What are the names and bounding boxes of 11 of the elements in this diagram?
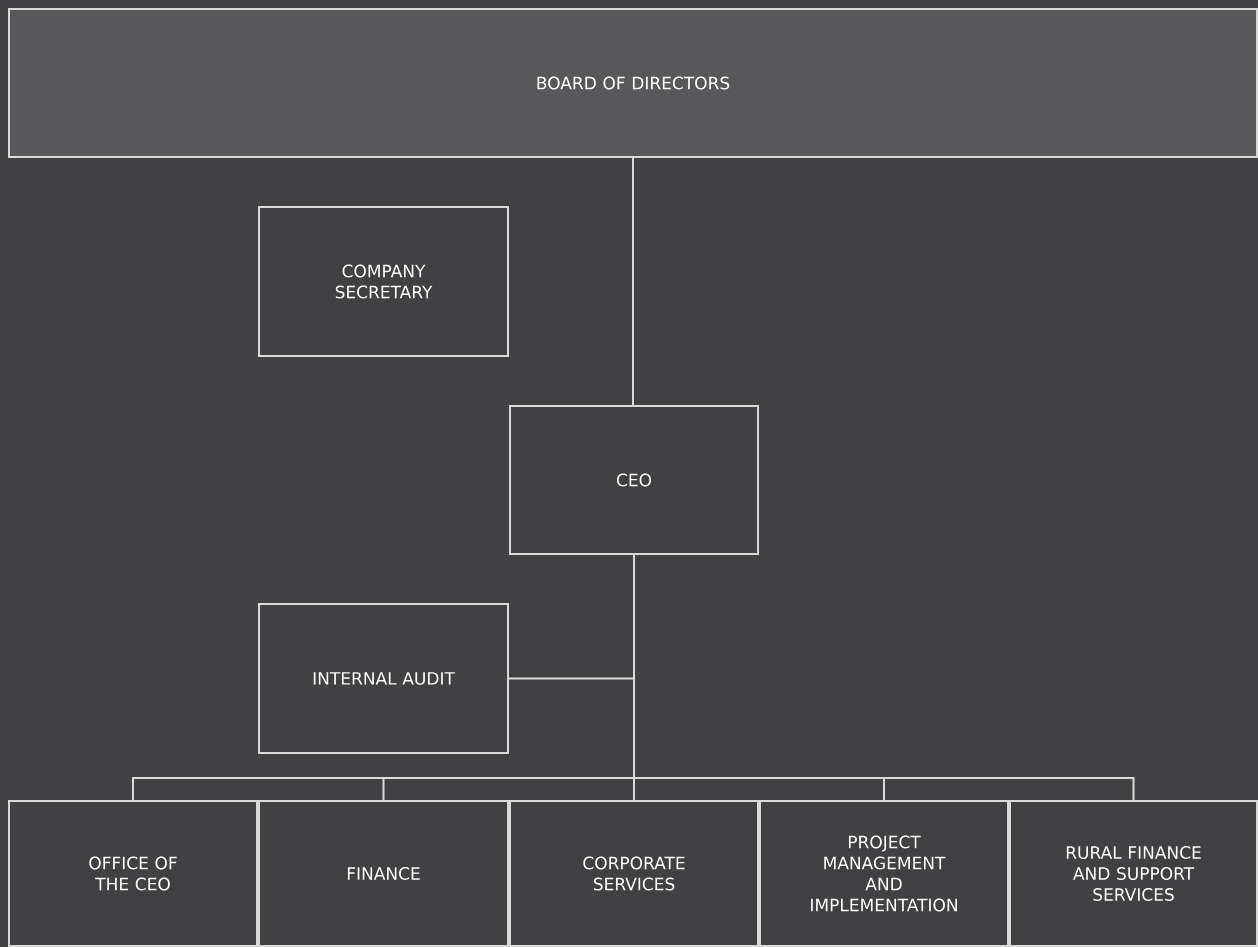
connector-line [632,157,634,406]
org-box: CEO [509,405,759,555]
org-box: FINANCE [258,800,509,947]
connector-line [633,554,1135,801]
board-box: BOARD OF DIRECTORS [8,8,1258,158]
org-box: INTERNAL AUDIT [258,603,509,754]
org-box: PROJECT MANAGEMENT AND IMPLEMENTATION [759,800,1009,947]
org-box: COMPANY SECRETARY [258,206,509,357]
org-box: RURAL FINANCE AND SUPPORT SERVICES [1009,800,1258,947]
org-box: CORPORATE SERVICES [509,800,759,947]
org-box: OFFICE OF THE CEO [8,800,258,947]
